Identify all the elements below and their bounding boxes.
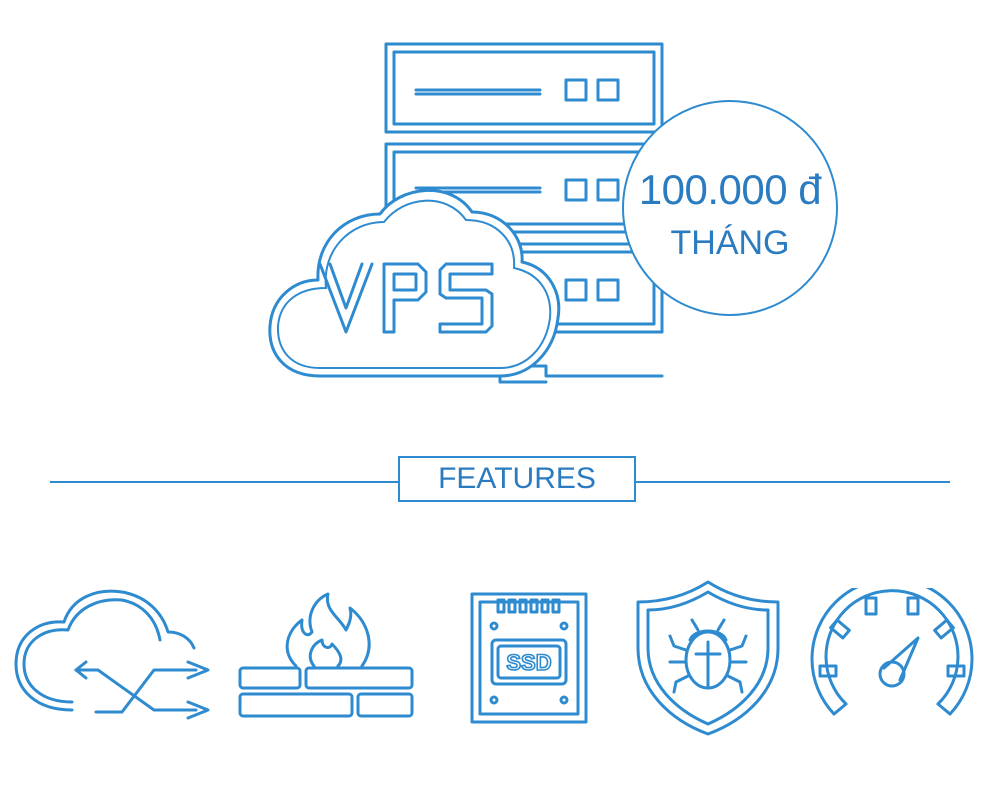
speedometer-icon [810, 588, 974, 716]
price-badge [622, 100, 838, 316]
price-period: THÁNG [670, 224, 790, 262]
server-unit-1 [384, 42, 664, 134]
firewall-icon [238, 592, 414, 718]
features-heading: FEATURES [398, 456, 636, 502]
divider-left [50, 481, 400, 483]
security-shield-icon [636, 580, 780, 736]
divider-right [636, 481, 950, 483]
cloud-sync-icon [14, 589, 210, 720]
ssd-icon: SSD [470, 592, 588, 724]
ssd-label: SSD [506, 650, 551, 675]
price-amount: 100.000 đ [638, 166, 822, 213]
vps-letter-mark [318, 262, 494, 334]
vps-server-illustration [268, 42, 664, 384]
